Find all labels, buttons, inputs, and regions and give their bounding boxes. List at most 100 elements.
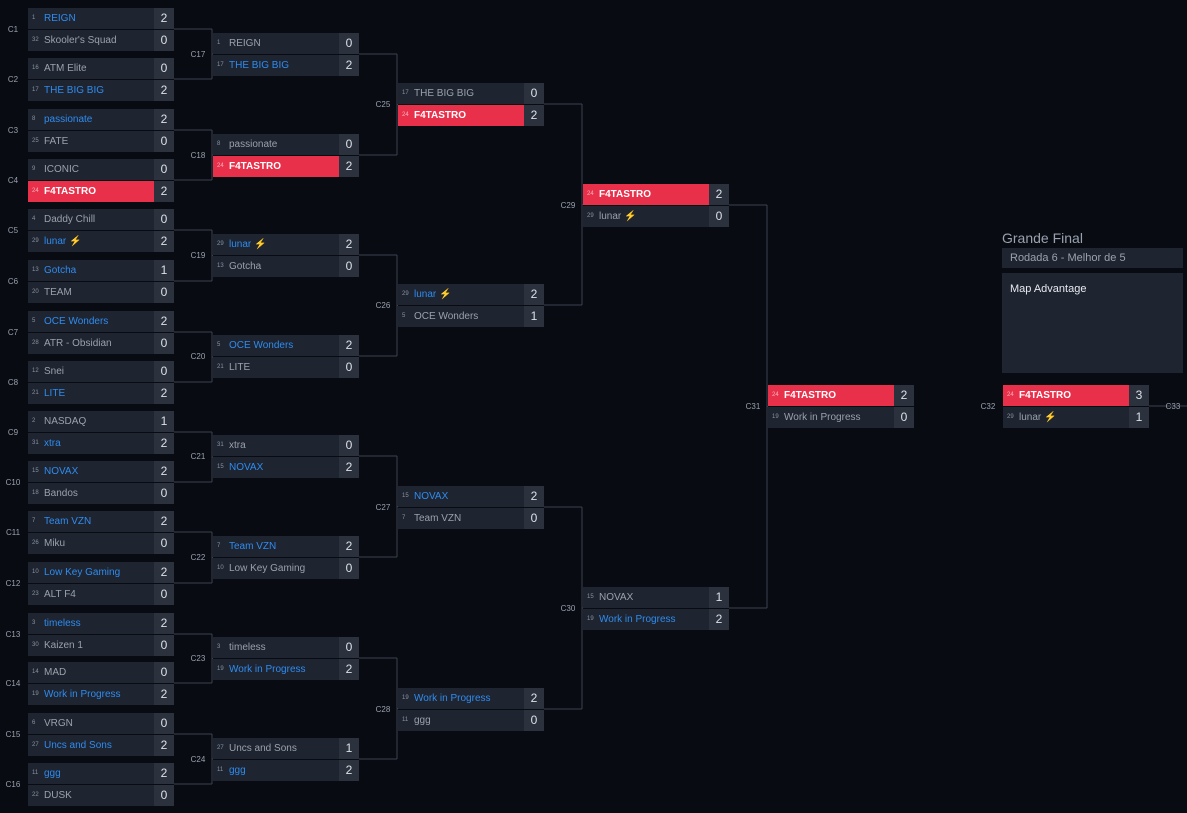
team-name[interactable]: Uncs and Sons	[229, 743, 297, 754]
team-name[interactable]: Skooler's Squad	[44, 35, 117, 46]
team-name[interactable]: LITE	[229, 362, 251, 373]
team-name[interactable]: DUSK	[44, 790, 72, 801]
team-name[interactable]: F4TASTRO	[44, 186, 97, 197]
team-name[interactable]: F4TASTRO	[229, 161, 282, 172]
team-name[interactable]: Uncs and Sons	[44, 740, 112, 751]
team-name[interactable]: NASDAQ	[44, 416, 87, 427]
team-name[interactable]: OCE Wonders	[44, 316, 109, 327]
team-name[interactable]: NOVAX	[229, 462, 264, 473]
team-name[interactable]: OCE Wonders	[229, 340, 294, 351]
team-name[interactable]: F4TASTRO	[599, 189, 652, 200]
team-name[interactable]: REIGN	[229, 38, 261, 49]
team-name[interactable]: timeless	[229, 642, 266, 653]
team-name[interactable]: xtra	[44, 438, 61, 449]
team-name[interactable]: lunar ⚡	[1019, 412, 1057, 423]
team-name[interactable]: NOVAX	[414, 491, 449, 502]
team-name[interactable]: Work in Progress	[44, 689, 121, 700]
team-name[interactable]: F4TASTRO	[414, 110, 467, 121]
team-name[interactable]: Gotcha	[229, 261, 262, 272]
team-name[interactable]: lunar ⚡	[599, 211, 637, 222]
team-name[interactable]: Work in Progress	[784, 412, 861, 423]
team-name[interactable]: ALT F4	[44, 589, 76, 600]
team-name[interactable]: Work in Progress	[414, 693, 491, 704]
team-name[interactable]: lunar ⚡	[229, 239, 267, 250]
team-name[interactable]: REIGN	[44, 13, 76, 24]
team-name[interactable]: LITE	[44, 388, 66, 399]
team-name[interactable]: Daddy Chill	[44, 214, 96, 225]
team-name[interactable]: Bandos	[44, 488, 78, 499]
team-name[interactable]: Team VZN	[414, 513, 462, 524]
team-name[interactable]: passionate	[44, 114, 93, 125]
team-name[interactable]: Low Key Gaming	[229, 563, 306, 574]
team-name[interactable]: Work in Progress	[229, 664, 306, 675]
team-name[interactable]: THE BIG BIG	[229, 60, 290, 71]
team-name[interactable]: Team VZN	[229, 541, 277, 552]
team-name[interactable]: lunar ⚡	[414, 289, 452, 300]
team-name[interactable]: Miku	[44, 538, 66, 549]
team-name[interactable]: F4TASTRO	[1019, 390, 1072, 401]
team-name[interactable]: TEAM	[44, 287, 72, 298]
team-name[interactable]: Work in Progress	[599, 614, 676, 625]
